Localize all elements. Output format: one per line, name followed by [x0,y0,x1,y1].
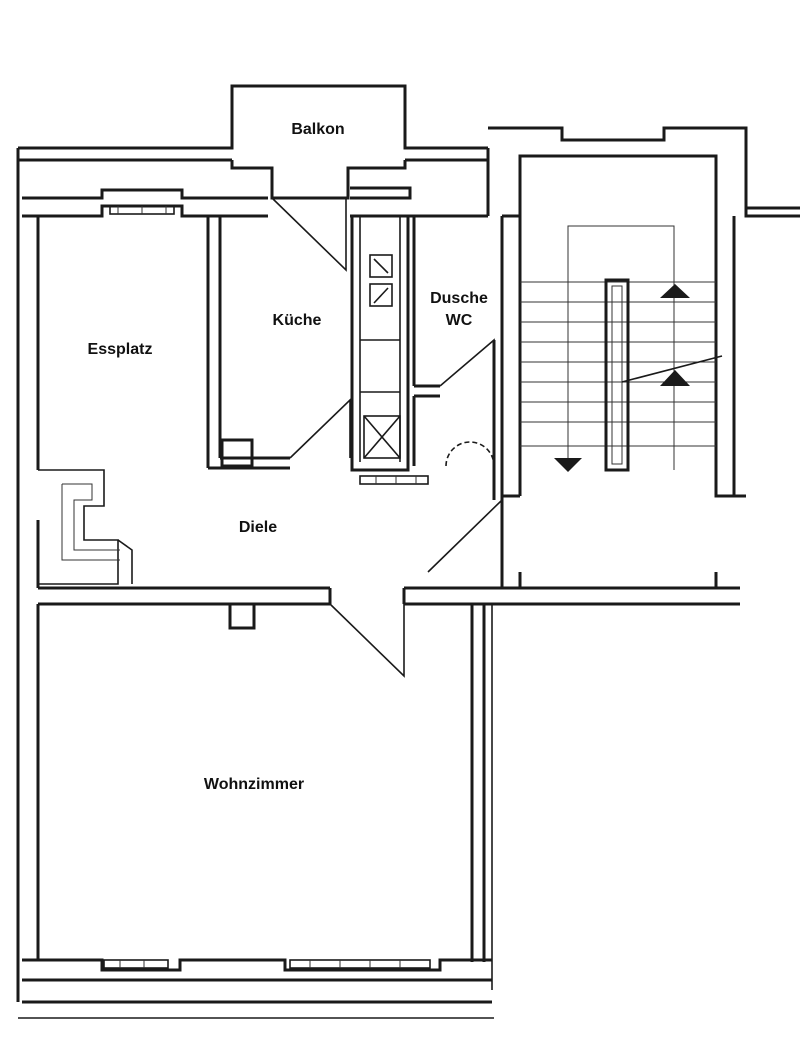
exterior-walls [16,84,494,1019]
interior-walls [38,148,740,630]
label-essplatz: Essplatz [88,341,153,358]
label-diele: Diele [239,519,277,536]
label-dusche: Dusche [430,290,488,307]
doors [271,197,503,678]
staircase [488,126,800,588]
label-balkon: Balkon [291,121,344,138]
windows [103,205,431,969]
label-wc: WC [446,312,473,329]
label-kueche: Küche [273,312,322,329]
label-wohnzimmer: Wohnzimmer [204,776,304,793]
tiled-stove [38,469,133,585]
